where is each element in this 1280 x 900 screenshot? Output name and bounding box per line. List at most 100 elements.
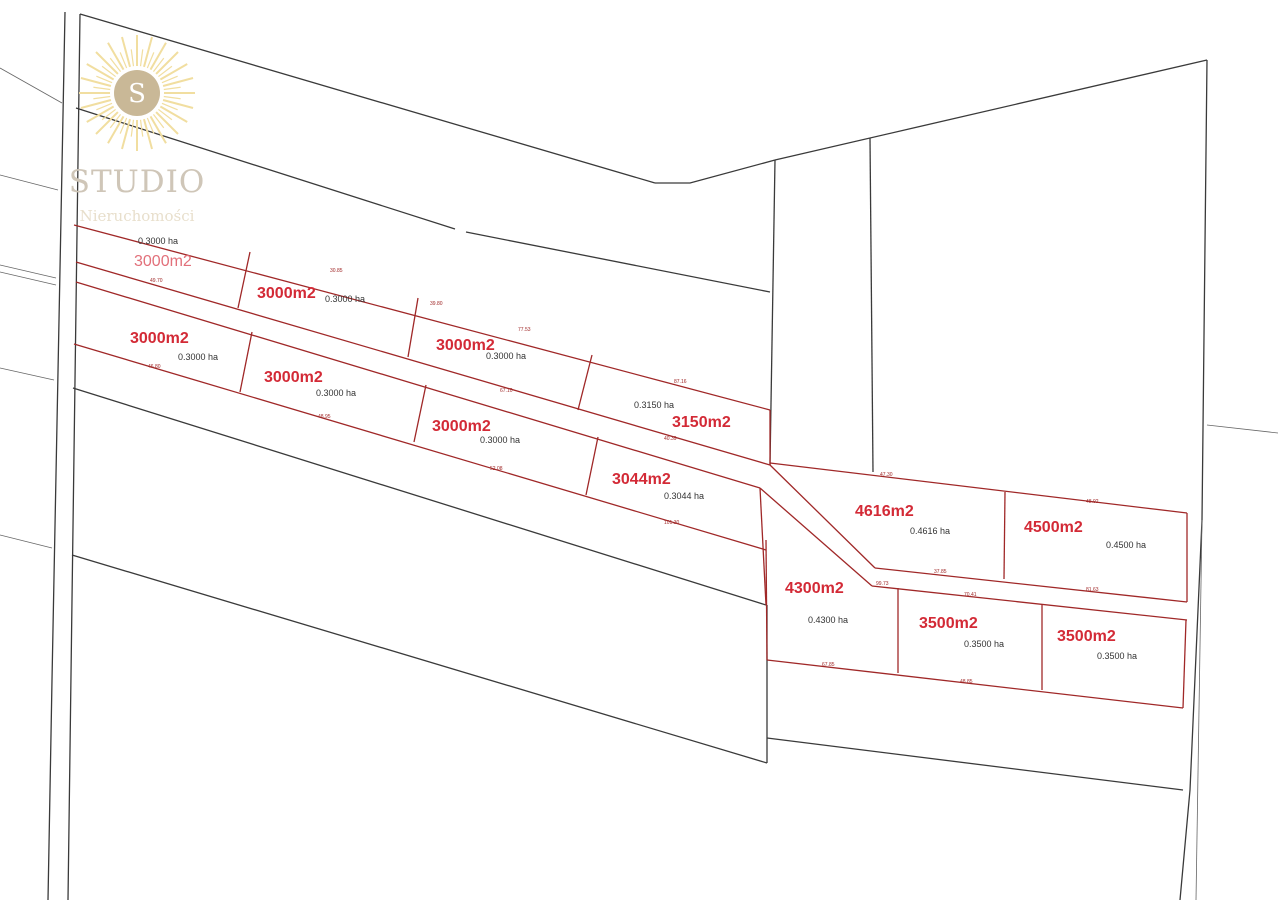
sun-ray [96, 75, 113, 84]
sun-ray [121, 118, 131, 150]
parcel-5-ha-label: 0.3000 ha [178, 352, 218, 362]
measurement-label: 40.39 [664, 436, 677, 442]
sun-ray [143, 118, 153, 150]
sun-ray [101, 108, 116, 121]
parcel-10-ha-label: 0.4500 ha [1106, 540, 1146, 550]
measurement-label: 48.85 [960, 679, 973, 685]
measurement-label: 49.70 [150, 278, 163, 284]
sun-ray [109, 57, 122, 72]
measurement-label: 67.85 [822, 662, 835, 668]
measurements: 49.70 30.85 39.80 77.53 87.16 67.10 40.3… [148, 268, 1099, 685]
parcel-lines [73, 224, 1188, 709]
sun-ray [143, 36, 153, 68]
parcel-11-area-label: 4300m2 [785, 580, 844, 597]
sun-ray [152, 114, 165, 129]
sun-ray [161, 75, 178, 84]
sun-ray [163, 95, 181, 100]
parcel-labels: 3000m2 0.3000 ha 3000m2 0.3000 ha 3000m2… [130, 236, 1146, 661]
parcel-shapes [74, 225, 1187, 708]
measurement-label: 87.16 [674, 379, 687, 385]
sun-ray [149, 115, 167, 144]
sun-ray [159, 63, 188, 81]
sun-ray [119, 117, 128, 134]
parcel-5-area-label: 3000m2 [130, 330, 189, 347]
parcel-4-ha-label: 0.3150 ha [634, 400, 674, 410]
sun-ray [149, 42, 167, 71]
parcel-3-ha-label: 0.3000 ha [486, 351, 526, 361]
parcel-10-area-label: 4500m2 [1024, 519, 1083, 536]
parcel-7-ha-label: 0.3000 ha [480, 435, 520, 445]
sun-ray [93, 95, 111, 100]
sun-ray [139, 119, 144, 137]
sun-ray [139, 49, 144, 67]
sun-ray [119, 52, 128, 69]
parcel-1-ha-label: 0.3000 ha [138, 236, 178, 246]
sun-ray [86, 63, 115, 81]
logo-title: STUDIO [69, 164, 206, 200]
parcel-13-area-label: 3500m2 [1057, 628, 1116, 645]
parcel-11-ha-label: 0.4300 ha [808, 615, 848, 625]
sun-ray [121, 36, 131, 68]
measurement-label: 48.95 [318, 414, 331, 420]
measurement-label: 77.53 [518, 327, 531, 333]
measurement-label: 47.30 [880, 472, 893, 478]
parcel-12-area-label: 3500m2 [919, 615, 978, 632]
measurement-label: 48.92 [1086, 499, 1099, 505]
sun-ray [109, 114, 122, 129]
sun-ray [86, 105, 115, 123]
measurement-label: 39.80 [430, 301, 443, 307]
parcel-3-area-label: 3000m2 [436, 337, 495, 354]
sun-ray [159, 105, 188, 123]
sun-ray [130, 119, 135, 137]
sun-rays-icon [79, 35, 195, 151]
parcel-9-shape[interactable] [790, 466, 1005, 579]
parcel-13-ha-label: 0.3500 ha [1097, 651, 1137, 661]
measurement-label: 81.63 [1086, 587, 1099, 593]
sun-ray [101, 65, 116, 78]
sun-ray [80, 77, 112, 87]
sun-ray [162, 77, 194, 87]
sun-ray [80, 99, 112, 109]
parcel-4-area-label: 3150m2 [672, 414, 731, 431]
parcel-6-area-label: 3000m2 [264, 369, 323, 386]
sun-ray [163, 86, 181, 91]
parcel-12-ha-label: 0.3500 ha [964, 639, 1004, 649]
measurement-label: 70.41 [964, 592, 977, 598]
sun-ray [95, 111, 119, 135]
sun-ray [161, 102, 178, 111]
parcel-2-area-label: 3000m2 [257, 285, 316, 302]
sun-ray [146, 117, 155, 134]
parcel-2-ha-label: 0.3000 ha [325, 294, 365, 304]
measurement-label: 101.30 [664, 520, 680, 526]
sun-ray [93, 86, 111, 91]
sun-ray [155, 51, 179, 75]
measurement-label: 46.80 [148, 364, 161, 370]
sun-ray [130, 49, 135, 67]
logo-circle-icon [114, 70, 160, 116]
parcel-8-ha-label: 0.3044 ha [664, 491, 704, 501]
sun-ray [158, 108, 173, 121]
sun-ray [162, 99, 194, 109]
sun-ray [158, 65, 173, 78]
sun-ray [152, 57, 165, 72]
sun-ray [107, 42, 125, 71]
measurement-label: 37.85 [934, 569, 947, 575]
parcel-9-ha-label: 0.4616 ha [910, 526, 950, 536]
measurement-label: 30.85 [330, 268, 343, 274]
logo-subtitle: Nieruchomości [80, 207, 195, 225]
measurement-label: 67.10 [500, 388, 513, 394]
measurement-label: 99.73 [876, 581, 889, 587]
parcel-8-area-label: 3044m2 [612, 471, 671, 488]
parcel-7-area-label: 3000m2 [432, 418, 491, 435]
base-boundaries [0, 11, 1279, 900]
sun-ray [155, 111, 179, 135]
parcel-9-area-label: 4616m2 [855, 503, 914, 520]
parcel-6-ha-label: 0.3000 ha [316, 388, 356, 398]
measurement-label: 52.08 [490, 466, 503, 472]
sun-ray [146, 52, 155, 69]
studio-logo: S STUDIO Nieruchomości [69, 35, 206, 225]
logo-monogram: S [128, 79, 146, 109]
sun-ray [107, 115, 125, 144]
parcel-1-area-label: 3000m2 [134, 253, 192, 270]
